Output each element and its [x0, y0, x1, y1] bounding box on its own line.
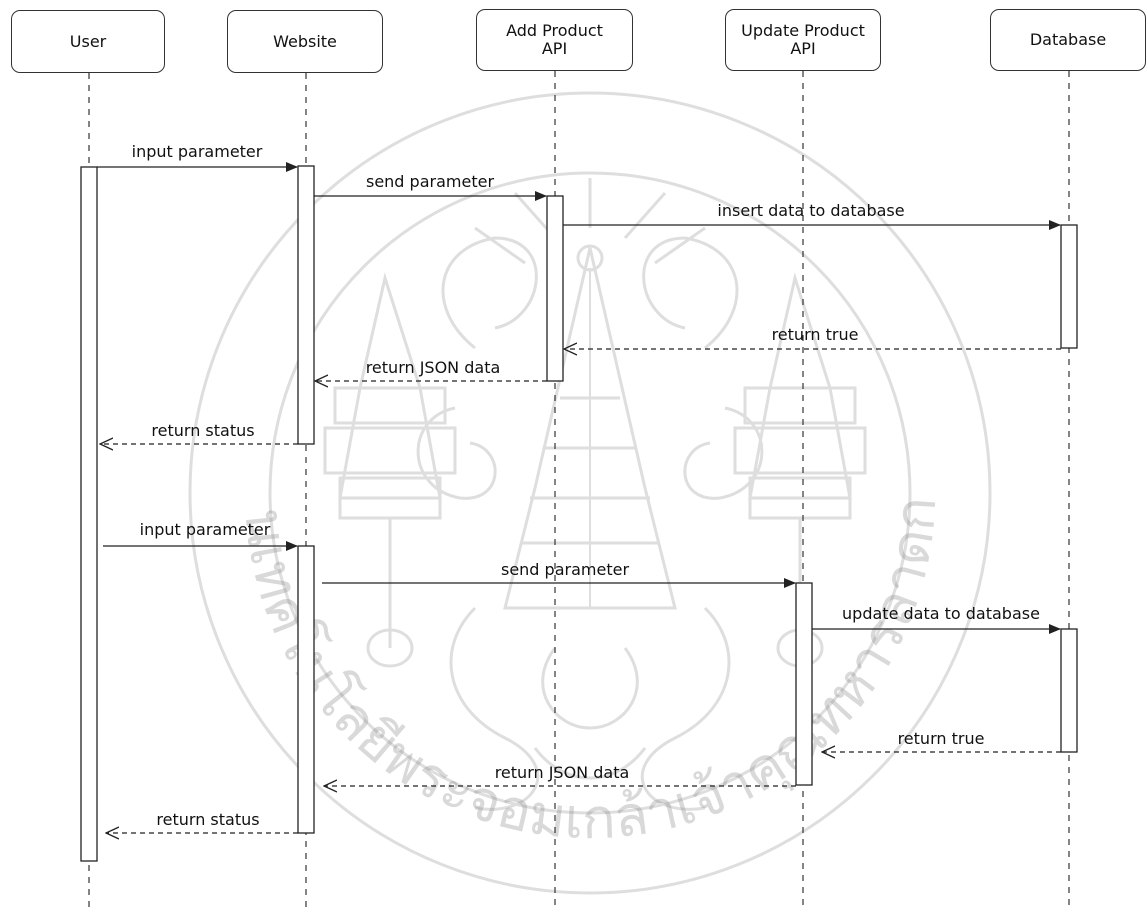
- participant-add-product-api: Add Product API: [476, 9, 633, 71]
- activation-database-2: [1060, 628, 1078, 753]
- message-label-return-true-1: return true: [772, 325, 859, 344]
- message-label-return-json-1: return JSON data: [366, 358, 501, 377]
- activation-website-1: [297, 165, 315, 445]
- participant-user: User: [11, 10, 165, 73]
- message-label-send-parameter-2: send parameter: [501, 560, 629, 579]
- message-label-input-parameter-1: input parameter: [132, 142, 263, 161]
- activation-add-product-api: [546, 195, 564, 382]
- activation-update-product-api: [795, 582, 813, 786]
- message-label-send-parameter-1: send parameter: [366, 172, 494, 191]
- activation-user: [80, 166, 98, 862]
- activation-database-1: [1060, 224, 1078, 349]
- participant-database: Database: [990, 9, 1146, 71]
- message-label-insert-data: insert data to database: [717, 201, 904, 220]
- participant-website: Website: [227, 10, 383, 73]
- message-label-return-true-2: return true: [898, 729, 985, 748]
- activation-website-2: [297, 545, 315, 834]
- message-label-return-status-1: return status: [151, 421, 254, 440]
- message-label-update-data: update data to database: [842, 604, 1040, 623]
- participant-update-product-api: Update Product API: [725, 9, 881, 71]
- message-label-return-json-2: return JSON data: [495, 763, 630, 782]
- message-label-input-parameter-2: input parameter: [140, 520, 271, 539]
- message-label-return-status-2: return status: [156, 810, 259, 829]
